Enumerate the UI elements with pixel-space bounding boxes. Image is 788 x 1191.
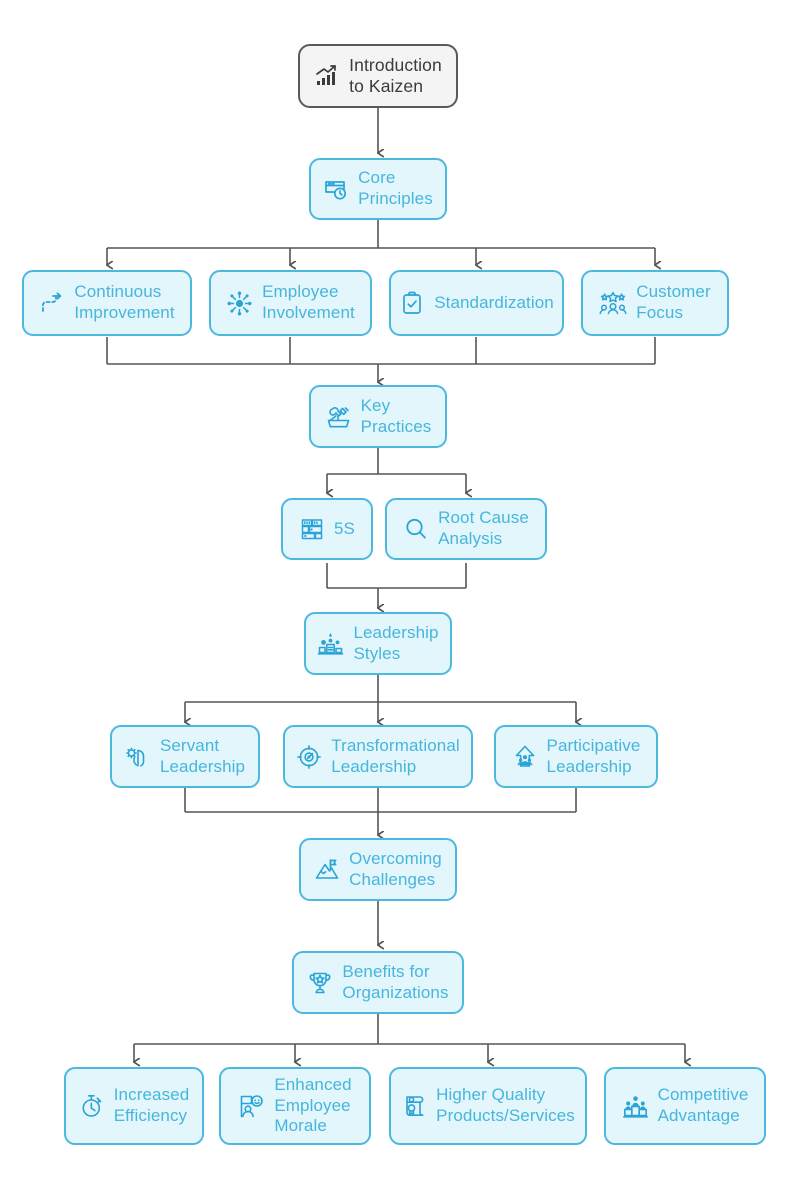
node-key-practices[interactable]: Key Practices (309, 385, 447, 448)
node-label: Overcoming Challenges (349, 848, 442, 889)
arrow-up-team-icon (512, 744, 538, 770)
node-customer-focus[interactable]: Customer Focus (581, 270, 729, 336)
node-label: Root Cause Analysis (438, 508, 529, 548)
node-label: Core Principles (358, 168, 433, 208)
node-label: Servant Leadership (159, 735, 246, 776)
node-increased-efficiency[interactable]: Increased Efficiency (64, 1067, 204, 1145)
certificate-scroll-icon (401, 1093, 427, 1119)
workplace-grid-icon (299, 516, 325, 542)
node-label: Benefits for Organizations (342, 961, 449, 1002)
node-transformational-leadership[interactable]: Transformational Leadership (283, 725, 473, 788)
growth-chart-icon (314, 63, 340, 89)
magnifier-icon (403, 516, 429, 542)
node-5s[interactable]: 5S (281, 498, 373, 560)
window-clock-icon (323, 176, 349, 202)
node-introduction-to-kaizen[interactable]: Introduction to Kaizen (298, 44, 458, 108)
node-root-cause-analysis[interactable]: Root Cause Analysis (385, 498, 547, 560)
node-competitive-advantage[interactable]: Competitive Advantage (604, 1067, 766, 1145)
node-core-principles[interactable]: Core Principles (309, 158, 447, 220)
podium-winners-icon (622, 1093, 649, 1119)
node-servant-leadership[interactable]: Servant Leadership (110, 725, 260, 788)
node-employee-involvement[interactable]: Employee Involvement (209, 270, 372, 336)
node-continuous-improvement[interactable]: Continuous Improvement (22, 270, 192, 336)
node-label: Leadership Styles (353, 622, 439, 663)
node-label: Customer Focus (636, 282, 711, 322)
target-compass-icon (296, 744, 322, 770)
network-hub-icon (226, 290, 253, 317)
mountain-flag-icon (314, 857, 340, 883)
node-participative-leadership[interactable]: Participative Leadership (494, 725, 658, 788)
stopwatch-icon (79, 1093, 105, 1119)
podium-people-icon (317, 631, 344, 657)
node-higher-quality-products-services[interactable]: Higher Quality Products/Services (389, 1067, 587, 1145)
tools-toolbox-icon (325, 404, 352, 430)
node-label: Introduction to Kaizen (349, 54, 442, 96)
node-label: Standardization (434, 292, 554, 312)
person-smile-board-icon (238, 1093, 265, 1120)
node-label: Employee Involvement (262, 282, 355, 322)
node-label: Higher Quality Products/Services (436, 1085, 575, 1125)
node-label: Enhanced Employee Morale (274, 1074, 352, 1136)
node-label: Participative Leadership (546, 735, 641, 776)
node-label: Key Practices (360, 395, 432, 436)
hand-gear-icon (125, 744, 151, 770)
node-standardization[interactable]: Standardization (389, 270, 564, 336)
node-label: Competitive Advantage (657, 1085, 749, 1125)
trophy-star-icon (307, 970, 333, 996)
node-label: Increased Efficiency (113, 1085, 190, 1125)
node-benefits-for-organizations[interactable]: Benefits for Organizations (292, 951, 464, 1014)
node-label: Continuous Improvement (74, 282, 175, 322)
dashed-arrow-icon (39, 290, 65, 316)
node-label: Transformational Leadership (331, 735, 460, 776)
node-label: 5S (334, 518, 355, 538)
customer-rating-icon (599, 290, 627, 316)
node-enhanced-employee-morale[interactable]: Enhanced Employee Morale (219, 1067, 371, 1145)
node-overcoming-challenges[interactable]: Overcoming Challenges (299, 838, 457, 901)
clipboard-check-icon (399, 290, 425, 316)
node-leadership-styles[interactable]: Leadership Styles (304, 612, 452, 675)
